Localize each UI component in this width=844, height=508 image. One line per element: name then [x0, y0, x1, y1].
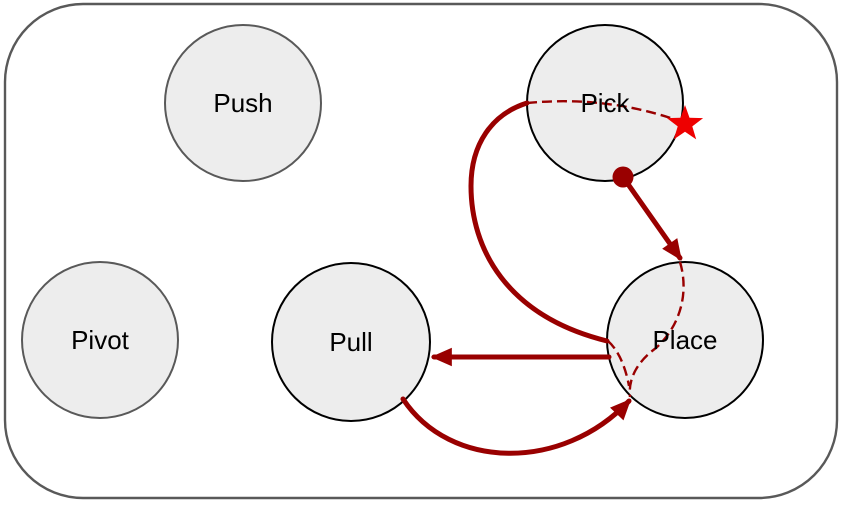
planned-path-pick-to-goal — [526, 100, 686, 125]
planned-path-place-boundary — [607, 340, 631, 387]
node-push-label: Push — [213, 88, 272, 118]
node-pivot-label: Pivot — [71, 325, 130, 355]
executed-arrow-pull-to-place — [400, 396, 632, 456]
node-place-label: Place — [652, 325, 717, 355]
start-dot-icon — [612, 166, 634, 188]
node-pull-circle — [271, 262, 431, 422]
node-pivot-circle — [21, 261, 179, 419]
executed-arrow-dot-to-place — [620, 174, 683, 261]
planned-path-inside-place — [628, 261, 685, 398]
node-pull-label: Pull — [329, 327, 372, 357]
workspace-border — [3, 2, 839, 500]
executed-curve-pick-to-place — [468, 100, 610, 344]
node-push-circle — [164, 24, 322, 182]
node-pick-label: Pick — [580, 88, 630, 118]
goal-star-icon — [666, 105, 704, 140]
